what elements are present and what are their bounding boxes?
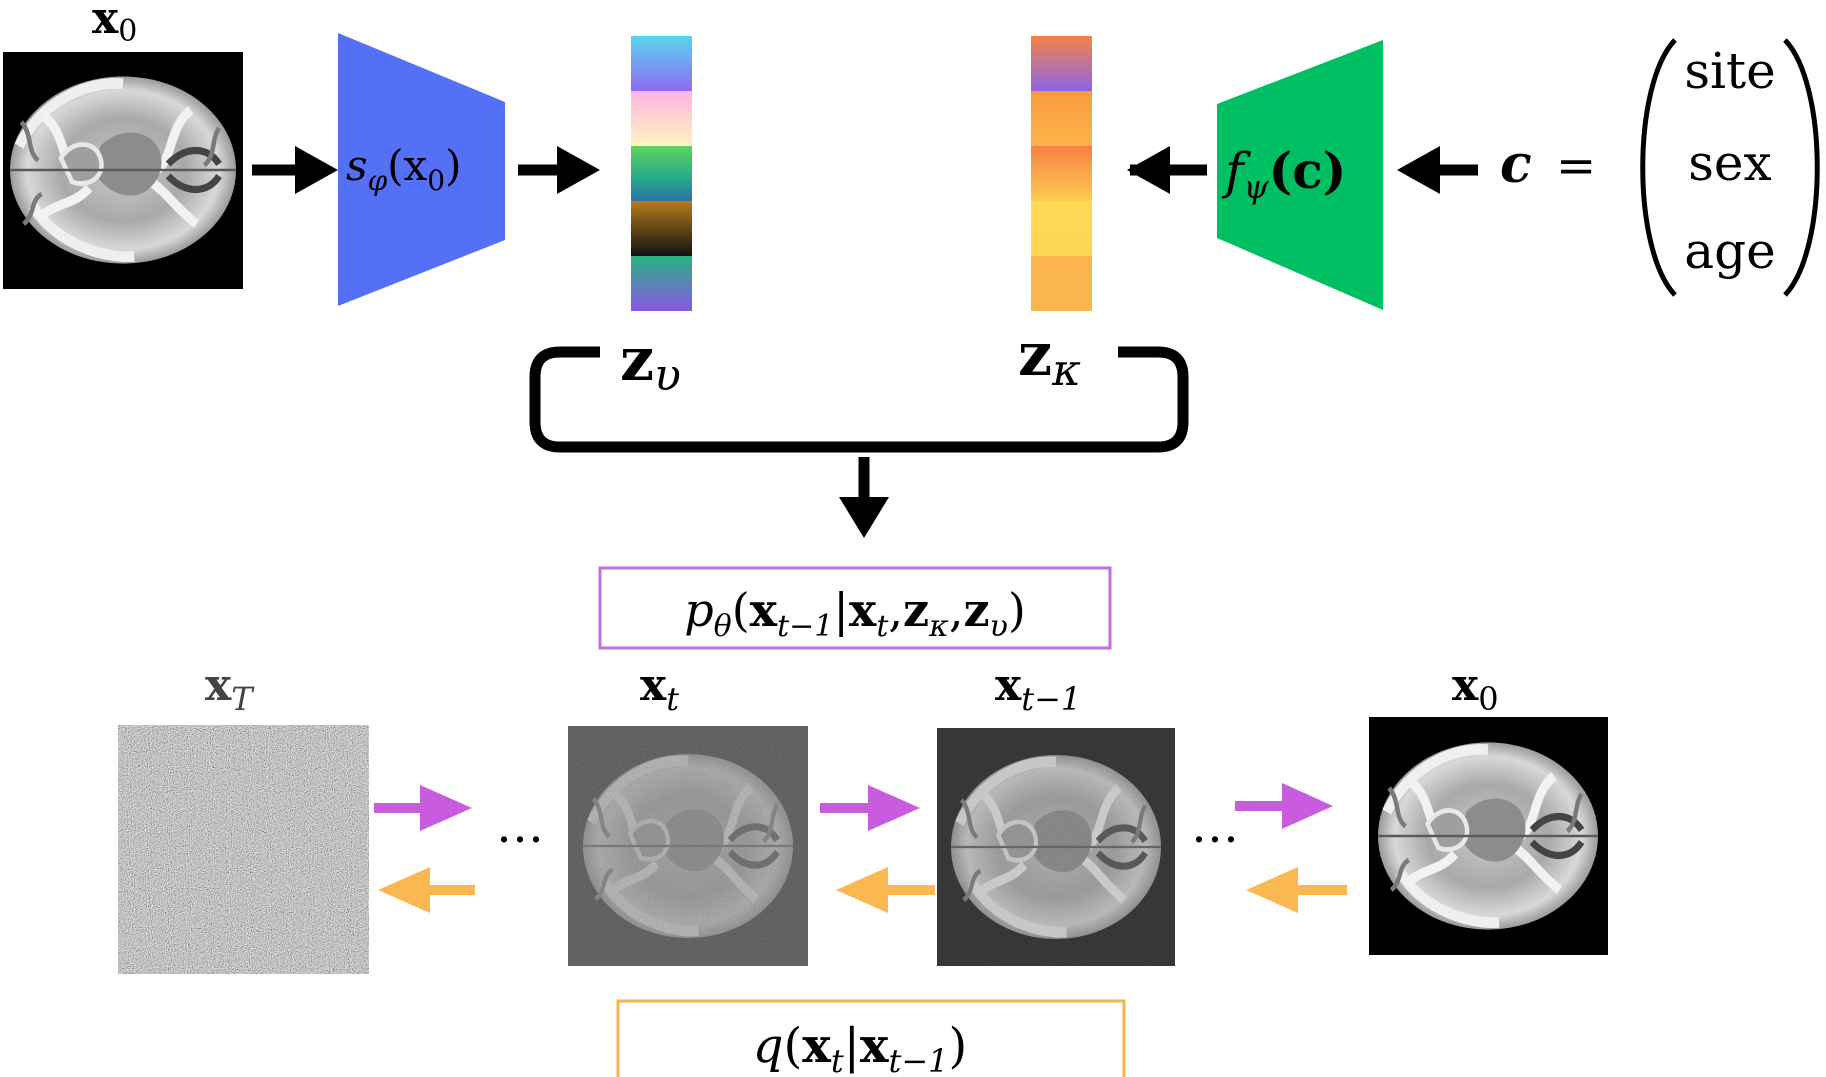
xt-1-label: xt−1 [995, 660, 1081, 718]
arrow-encoder-to-zv [518, 146, 600, 194]
z-k-segment-3 [1031, 146, 1092, 201]
combine-bracket [529, 346, 1189, 538]
clean-image-x0 [1369, 717, 1608, 955]
forward-process-box: q(xt|xt−1) [616, 999, 1126, 1077]
arrow-forward-1 [374, 785, 472, 831]
input-image-x0 [3, 52, 243, 289]
z-k-segment-2 [1031, 91, 1092, 146]
reverse-process-formula: pθ(xt−1|xt,zκ,zυ) [684, 583, 1026, 644]
arrow-backward-2 [836, 867, 935, 913]
cond-c-symbol: c [1500, 134, 1532, 195]
z-v-latent-vector [631, 36, 692, 311]
cond-item-age: age [1684, 222, 1775, 280]
condition-vector: c = site sex age [1500, 38, 1820, 297]
cond-equals: = [1556, 138, 1596, 194]
ellipsis-1: … [496, 798, 544, 854]
reverse-process-box: pθ(xt−1|xt,zκ,zυ) [598, 566, 1112, 650]
z-v-segment-3 [631, 146, 692, 201]
cond-net-label: fψ(c) [1221, 141, 1346, 206]
z-k-latent-vector [1031, 36, 1092, 311]
noise-image-xT [118, 725, 369, 974]
arrow-image-to-encoder [252, 146, 338, 194]
arrow-condnet-to-zk [1127, 146, 1207, 194]
left-paren [1640, 38, 1677, 297]
forward-process-formula: q(xt|xt−1) [753, 1018, 968, 1077]
z-k-segment-4 [1031, 201, 1092, 256]
arrow-c-to-condnet [1397, 146, 1478, 194]
encoder-network: sφ(x0) [338, 33, 505, 306]
z-v-label: zυ [620, 325, 681, 401]
ellipsis-2: … [1191, 798, 1239, 854]
arrow-backward-3 [1246, 867, 1347, 913]
less-noisy-image-xt-1 [937, 728, 1175, 966]
z-v-segment-5 [631, 256, 692, 311]
right-paren [1783, 38, 1820, 297]
z-k-label: zκ [1018, 320, 1081, 396]
cond-item-sex: sex [1688, 134, 1771, 192]
cond-item-site: site [1684, 42, 1775, 100]
z-k-segment-5 [1031, 256, 1092, 311]
arrow-backward-1 [378, 867, 475, 913]
z-v-segment-1 [631, 36, 692, 91]
xT-label: xT [205, 660, 255, 718]
conditional-network: fψ(c) [1217, 40, 1383, 310]
x0-chain-label: x0 [1452, 660, 1499, 718]
encoder-label: sφ(x0) [346, 141, 461, 197]
z-k-segment-1 [1031, 36, 1092, 91]
arrow-forward-3 [1235, 783, 1333, 829]
xt-label: xt [640, 660, 679, 718]
z-v-segment-4 [631, 201, 692, 256]
noisy-image-xt [568, 726, 808, 966]
z-v-segment-2 [631, 91, 692, 146]
arrow-forward-2 [820, 785, 920, 831]
input-image-label: x0 [92, 0, 137, 49]
